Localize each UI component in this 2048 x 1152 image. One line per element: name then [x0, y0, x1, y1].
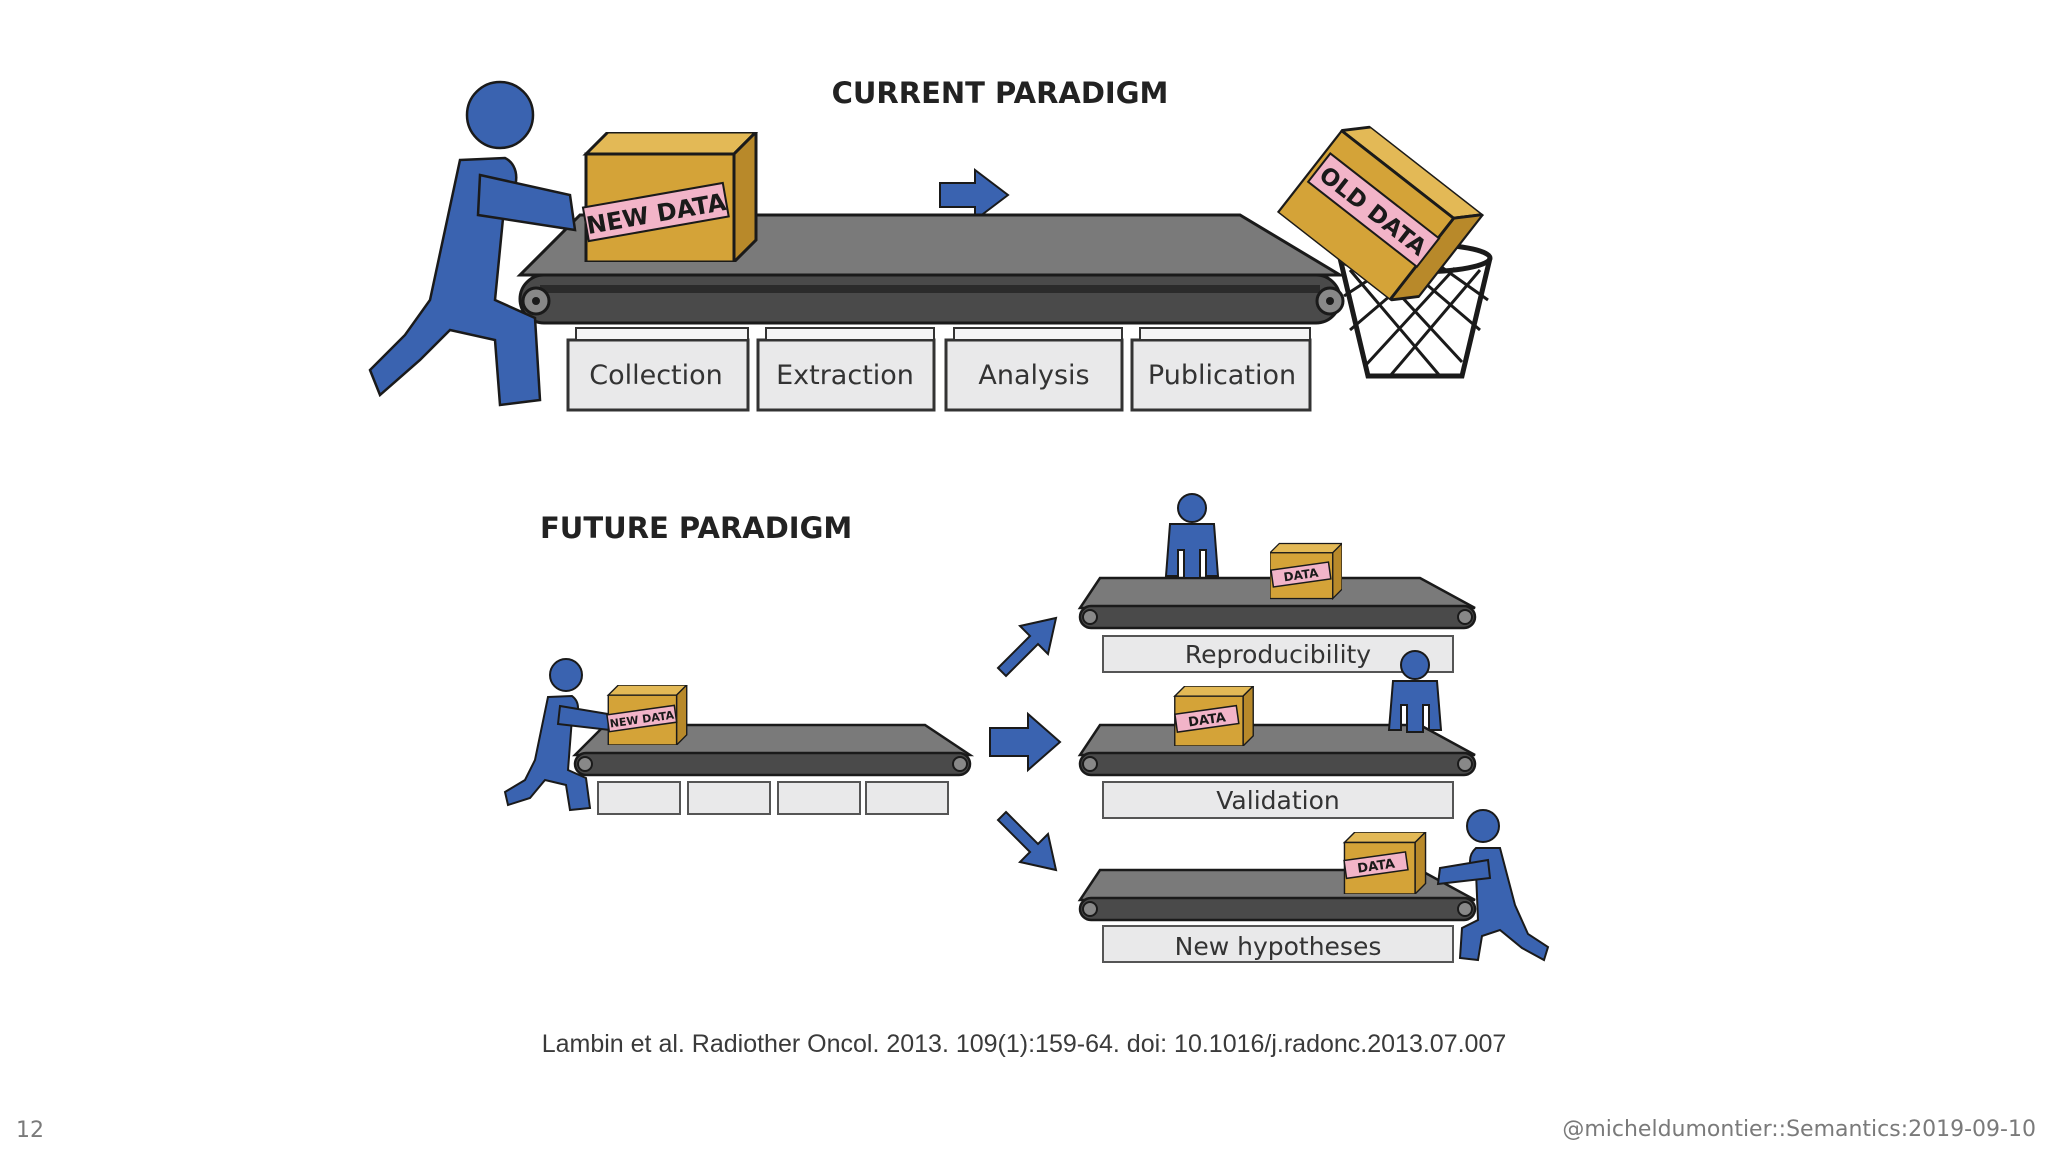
arrow-right-icon [989, 711, 1062, 773]
new-data-box: NEW DATA [581, 132, 758, 262]
citation-caption: Lambin et al. Radiother Oncol. 2013. 109… [541, 1030, 1507, 1058]
stage-box-analysis: Analysis [944, 327, 1124, 412]
current-paradigm-title: CURRENT PARADIGM [832, 76, 1169, 110]
arrow-down-right-icon [996, 810, 1058, 872]
person-standing-icon-validation [1387, 650, 1443, 733]
data-label-validation: DATA [1187, 710, 1226, 730]
arrow-up-right-icon [996, 616, 1058, 678]
page-number: 12 [16, 1118, 44, 1143]
future-source-conveyor [571, 723, 975, 815]
lane-reproducibility: Reproducibility [1077, 576, 1477, 673]
outcome-label-validation: Validation [1216, 786, 1339, 815]
stage-box-publication: Publication [1130, 327, 1312, 412]
footer-handle: @micheldumontier::Semantics:2019-09-10 [1562, 1117, 2036, 1142]
future-paradigm-title: FUTURE PARADIGM [540, 511, 852, 545]
data-box-new-hypotheses: DATA [1343, 832, 1427, 894]
stage-label-publication: Publication [1148, 360, 1296, 391]
data-label-new-hypotheses: DATA [1356, 857, 1395, 877]
data-box-validation: DATA [1174, 686, 1254, 746]
stage-box-collection: Collection [566, 327, 750, 412]
person-pushing-icon [368, 80, 577, 407]
small-new-data-box: NEW DATA [606, 685, 688, 745]
person-pushing-small-icon [503, 658, 612, 812]
stage-label-extraction: Extraction [776, 360, 914, 391]
outcome-label-reproducibility: Reproducibility [1185, 640, 1371, 669]
lane-validation: Validation [1077, 723, 1477, 819]
right-arrow-icon [939, 167, 1010, 223]
stage-label-analysis: Analysis [978, 360, 1089, 391]
stage-box-extraction: Extraction [756, 327, 936, 412]
data-label-reproducibility: DATA [1283, 566, 1320, 585]
lane-new-hypotheses: New hypotheses [1077, 868, 1477, 963]
outcome-label-new-hypotheses: New hypotheses [1175, 932, 1382, 961]
person-standing-icon-reproducibility [1164, 493, 1220, 579]
stage-label-collection: Collection [589, 360, 723, 391]
old-data-box: OLD DATA [1276, 113, 1484, 314]
data-box-reproducibility: DATA [1270, 542, 1342, 600]
person-receiving-icon [1436, 809, 1550, 962]
